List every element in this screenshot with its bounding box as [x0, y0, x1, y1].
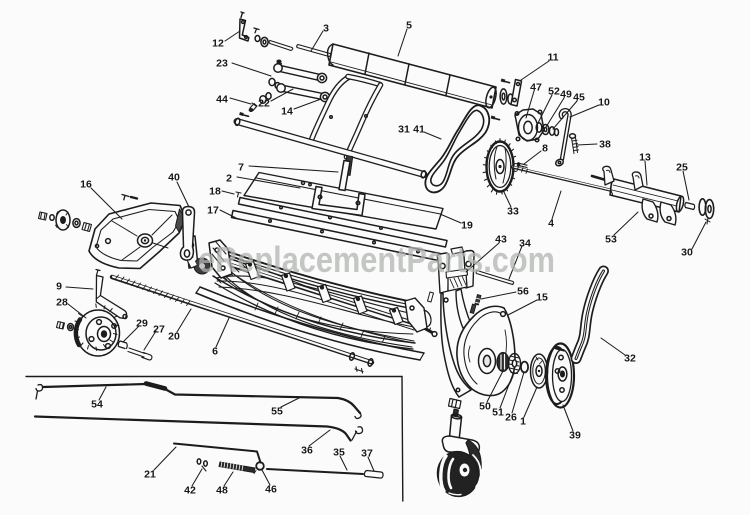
svg-text:39: 39: [569, 430, 581, 442]
svg-text:32: 32: [624, 353, 636, 365]
svg-text:20: 20: [168, 331, 180, 343]
svg-text:14: 14: [281, 106, 293, 118]
svg-text:35: 35: [333, 447, 345, 459]
svg-text:28: 28: [56, 297, 68, 309]
svg-text:48: 48: [216, 485, 228, 497]
svg-text:25: 25: [676, 162, 688, 174]
svg-text:18: 18: [209, 186, 221, 198]
svg-text:53: 53: [605, 234, 617, 246]
svg-text:27: 27: [153, 324, 165, 336]
svg-text:4: 4: [548, 218, 554, 230]
svg-text:13: 13: [639, 152, 651, 164]
svg-text:33: 33: [507, 206, 519, 218]
svg-text:16: 16: [80, 179, 92, 191]
svg-text:26: 26: [505, 412, 517, 424]
svg-text:17: 17: [207, 205, 219, 217]
svg-text:19: 19: [461, 220, 473, 232]
svg-text:11: 11: [547, 52, 558, 64]
svg-text:55: 55: [271, 406, 283, 418]
svg-text:47: 47: [530, 82, 542, 94]
svg-text:21: 21: [144, 469, 156, 481]
svg-text:9: 9: [56, 281, 62, 293]
svg-text:12: 12: [212, 38, 224, 50]
svg-text:51: 51: [492, 407, 504, 419]
svg-text:54: 54: [91, 399, 103, 411]
svg-text:6: 6: [212, 346, 218, 358]
svg-text:29: 29: [136, 318, 148, 330]
svg-text:52: 52: [548, 86, 560, 98]
svg-text:50: 50: [479, 401, 491, 413]
svg-text:43: 43: [495, 234, 507, 246]
svg-text:31: 31: [398, 124, 410, 136]
svg-text:38: 38: [599, 139, 611, 151]
svg-text:44: 44: [216, 94, 228, 106]
svg-text:22: 22: [258, 98, 270, 110]
svg-text:46: 46: [265, 484, 277, 496]
svg-text:7: 7: [238, 162, 244, 174]
svg-text:37: 37: [361, 448, 373, 460]
svg-text:45: 45: [573, 92, 585, 104]
svg-text:23: 23: [216, 58, 228, 70]
svg-text:42: 42: [184, 485, 196, 497]
svg-text:eReplacementParts.com: eReplacementParts.com: [198, 239, 555, 280]
svg-text:34: 34: [519, 238, 531, 250]
svg-text:40: 40: [168, 172, 180, 184]
svg-text:8: 8: [542, 143, 548, 155]
svg-text:1: 1: [520, 416, 526, 428]
svg-text:3: 3: [323, 23, 329, 35]
svg-text:49: 49: [560, 89, 572, 101]
svg-text:5: 5: [406, 20, 412, 32]
svg-text:56: 56: [517, 286, 529, 298]
svg-text:30: 30: [681, 247, 693, 259]
svg-text:36: 36: [301, 445, 313, 457]
svg-text:2: 2: [226, 173, 232, 185]
svg-text:41: 41: [413, 124, 425, 136]
svg-text:15: 15: [536, 292, 548, 304]
svg-text:10: 10: [598, 97, 610, 109]
